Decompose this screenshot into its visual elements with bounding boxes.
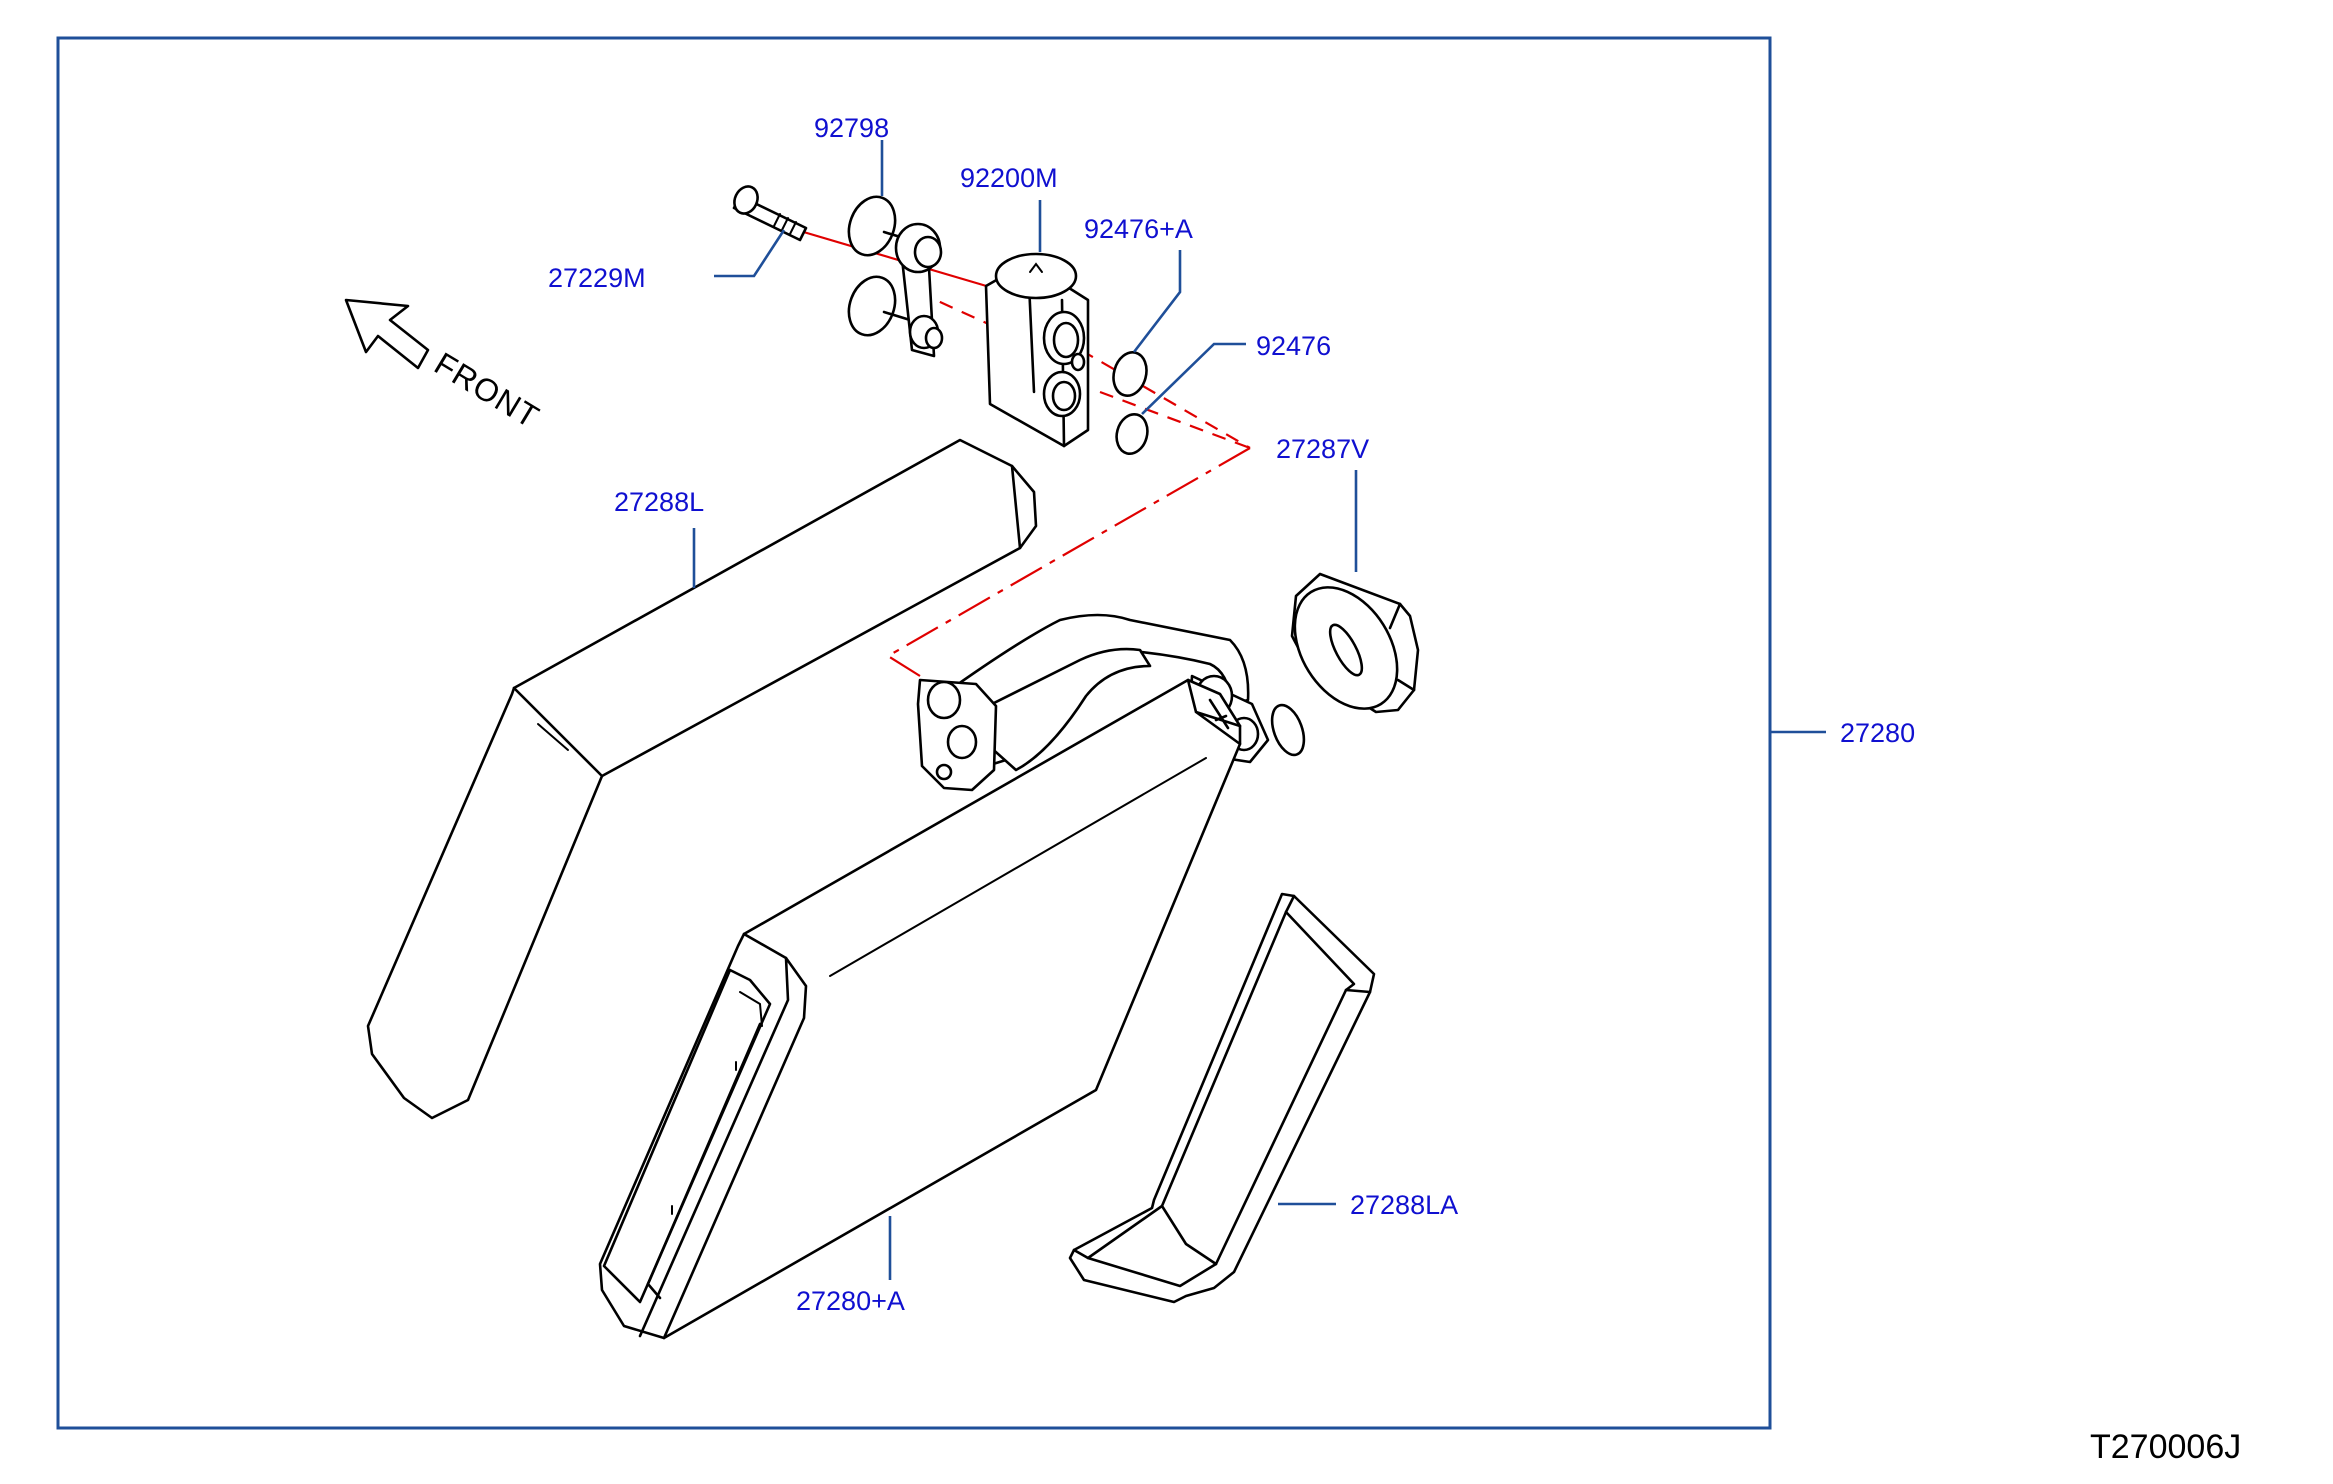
callout-core: 27280+A <box>796 1286 905 1316</box>
front-label: FRONT <box>428 345 545 435</box>
callout-case-lower: 27288LA <box>1350 1190 1458 1220</box>
bolt-part <box>732 185 808 242</box>
seal-part <box>1290 572 1420 714</box>
o-ring-part <box>1115 412 1149 456</box>
leader-92476 <box>1141 342 1246 415</box>
callout-valve: 92200M <box>960 163 1058 193</box>
case-left-part <box>366 438 1038 1120</box>
evaporator-core-part <box>598 678 1242 1340</box>
bracket-part <box>894 222 944 358</box>
leader-27229M <box>714 229 786 278</box>
callout-case-left: 27288L <box>614 487 704 517</box>
callout-o-ring: 92476 <box>1256 331 1331 361</box>
callout-washer: 92798 <box>814 113 889 143</box>
case-lower-part <box>1068 892 1376 1304</box>
front-arrow-icon <box>344 298 430 370</box>
expansion-valve-part <box>984 252 1090 448</box>
callout-o-ring-a: 92476+A <box>1084 214 1193 244</box>
callout-seal: 27287V <box>1276 434 1369 464</box>
o-ring-part-a <box>1112 351 1148 397</box>
leader-92476A <box>1132 250 1182 353</box>
callout-bolt: 27229M <box>548 263 646 293</box>
callout-kit: 27280 <box>1840 718 1915 748</box>
drawing-code: T270006J <box>2090 1428 2241 1466</box>
